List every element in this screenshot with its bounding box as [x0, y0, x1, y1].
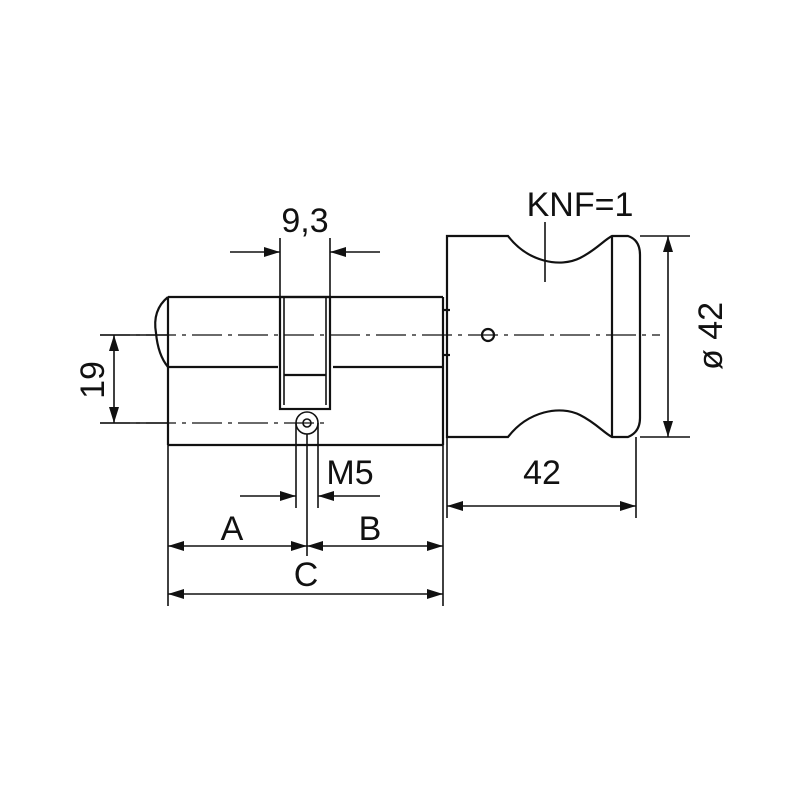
dim-thread: M5 — [240, 423, 380, 508]
side-a-label: A — [221, 510, 244, 548]
dim-pin-width: 9,3 — [230, 202, 380, 297]
pin-width-label: 9,3 — [281, 202, 328, 240]
center-lines — [100, 334, 660, 424]
knob-diameter-label: ø 42 — [692, 302, 730, 370]
knob-profile-label: KNF=1 — [527, 186, 634, 224]
height-label: 19 — [74, 361, 112, 399]
dim-knob-profile: KNF=1 — [527, 186, 634, 282]
dim-total: C — [168, 556, 443, 599]
cam-slot — [278, 295, 332, 411]
thread-label: M5 — [326, 454, 373, 492]
dim-knob-length: 42 — [446, 437, 637, 518]
knob — [445, 234, 642, 439]
dim-a-b: A B — [167, 434, 444, 606]
side-b-label: B — [359, 510, 382, 548]
dim-height: 19 — [74, 334, 168, 424]
total-label: C — [294, 556, 319, 594]
knob-length-label: 42 — [523, 454, 561, 492]
dim-knob-diameter: ø 42 — [640, 235, 730, 438]
